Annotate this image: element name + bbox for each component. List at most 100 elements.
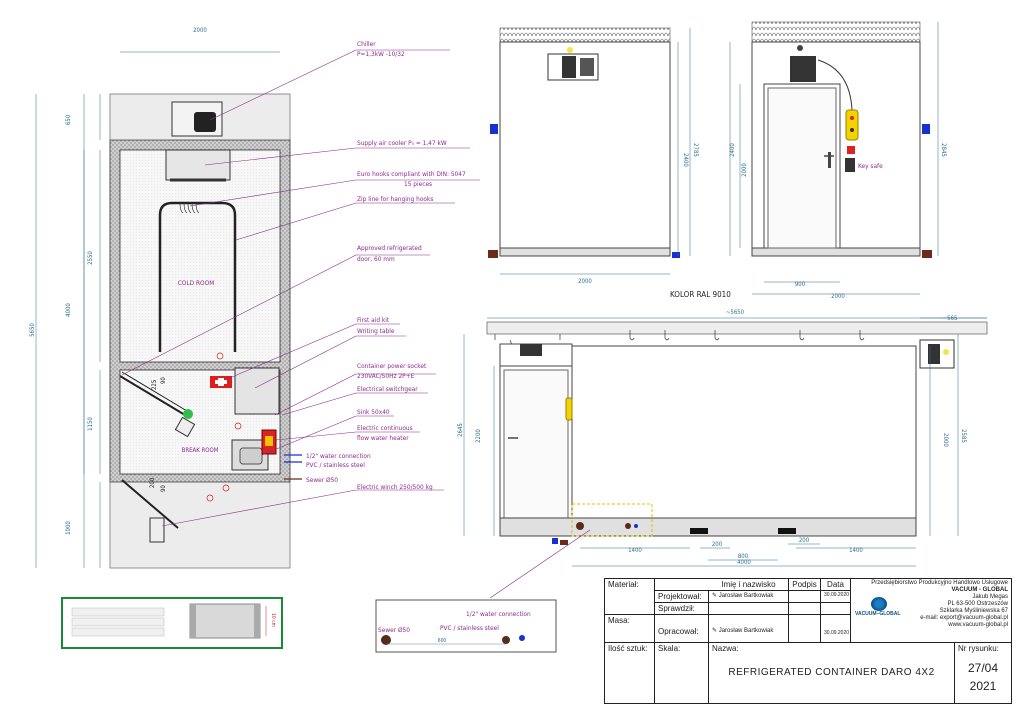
dim-90b: 90	[160, 485, 167, 492]
dim-side-2845: 2845	[940, 143, 947, 157]
tb-sign-2	[789, 603, 821, 615]
dim-side-2000: 2000	[741, 163, 748, 177]
leader-lines	[121, 49, 480, 527]
front-view: 2000 2785 2400	[488, 27, 699, 285]
side-view: Key safe 2400 2000 2845 900 2000	[729, 21, 947, 300]
tb-design-date: 30.09.2020	[821, 591, 851, 603]
label-sewer: Sewer Ø50	[306, 476, 338, 484]
panel-sample: 10 cm	[61, 597, 283, 649]
title-block: Materiał: Imię i nazwisko Podpis Data Pr…	[604, 578, 1012, 704]
tb-developer-cell: ✎ Jarosław Bartkowiak	[709, 615, 789, 643]
dim-side-2000w: 2000	[831, 293, 845, 300]
label-air-cooler: Supply air cooler P₀ = 1,47 kW	[357, 139, 447, 147]
tb-company-1: Przedsiębiorstwo Produkcyjno Handlowo Us…	[871, 580, 1008, 586]
detail-sewer: Sewer Ø50	[378, 626, 410, 634]
tb-drawing-title: REFRIGERATED CONTAINER DARO 4X2	[728, 667, 935, 678]
dim-long-1400a: 1400	[628, 547, 642, 554]
dim-90a: 90	[160, 377, 167, 384]
panel-thickness: 10 cm	[270, 613, 276, 627]
tb-material: Materiał:	[605, 579, 655, 615]
pipe-detail: 1/2" water connection PVC / stainless st…	[375, 529, 591, 653]
tb-company: Przedsiębiorstwo Produkcyjno Handlowo Us…	[851, 579, 1011, 643]
tb-logo-text: VACUUM–GLOBAL	[855, 611, 901, 617]
detail-water: 1/2" water connection	[466, 610, 531, 618]
tb-company-7: www.vacuum-global.pl	[948, 622, 1008, 628]
label-power-socket: Container power socket	[357, 362, 427, 370]
dim-detail-600: 600	[438, 638, 447, 644]
tb-scale: Skala:	[655, 643, 709, 703]
tb-mass: Masa:	[605, 615, 655, 643]
label-water-heater-2: flow water heater	[357, 434, 409, 442]
tb-header-name: Imię i nazwisko	[709, 579, 789, 591]
key-safe-label: Key safe	[858, 162, 883, 170]
tb-name-label: Nazwa:	[712, 644, 739, 653]
tb-developed: Opracował:	[655, 615, 709, 643]
tb-develop-date: 30.09.2020	[821, 615, 851, 643]
tb-logo: VACUUM–GLOBAL	[855, 597, 905, 618]
dim-long-4000: 4000	[737, 559, 751, 566]
tb-sign-1	[789, 591, 821, 603]
label-power-socket-spec: 230VAC/50Hz 2P+E	[357, 372, 415, 380]
dim-long-800: 800	[738, 553, 749, 560]
dim-long-5650: ~5650	[726, 309, 745, 316]
dim-long-2645: 2645	[457, 423, 464, 437]
dim-plan-width: 2000	[193, 27, 207, 34]
dim-side-900: 900	[795, 281, 806, 288]
globe-icon	[871, 597, 887, 611]
tb-developer-name: Jarosław Bartkowiak	[718, 628, 774, 634]
tb-company-2: VACUUM - GLOBAL	[951, 587, 1008, 593]
label-winch: Electric winch 250/500 kg	[357, 483, 433, 491]
dim-long-200b: 200	[799, 537, 810, 544]
tb-checker	[709, 603, 789, 615]
dim-front-2400: 2400	[682, 153, 689, 167]
dim-650: 650	[65, 114, 72, 125]
label-euro-hooks-qty: 15 pieces	[404, 180, 432, 188]
tb-company-6: e-mail: export@vacuum-global.pl	[920, 615, 1008, 621]
label-switchgear: Electrical switchgear	[357, 385, 418, 393]
dim-long-2200: 2200	[475, 429, 482, 443]
tb-designer-name: Jarosław Bartkowiak	[718, 593, 774, 599]
long-side-view: ~5650 ~565 2645 2200 2000 2585 1400 200 …	[457, 309, 988, 567]
annotation-labels: Chiller P=1,3kW -10/32 Supply air cooler…	[306, 40, 466, 491]
tb-year: 2021	[969, 679, 997, 693]
dim-long-565: ~565	[943, 315, 958, 322]
dim-long-1400b: 1400	[849, 547, 863, 554]
label-water-connection: 1/2" water connection	[306, 452, 371, 460]
dim-1000: 1000	[65, 521, 72, 535]
tb-drawing-no-label: Nr rysunku:	[958, 644, 999, 653]
dim-long-2585: 2585	[960, 429, 967, 443]
dim-1150: 1150	[87, 417, 94, 431]
label-sink: Sink 50x40	[357, 408, 390, 416]
label-zip-line: Zip line for hanging hooks	[357, 195, 433, 203]
break-room-label: BREAK ROOM	[182, 447, 219, 454]
label-writing-table: Writing table	[357, 327, 395, 335]
tb-drawing-no: 27/04	[967, 661, 999, 675]
dim-long-2000: 2000	[942, 433, 949, 447]
dim-front-width: 2000	[578, 278, 592, 285]
dim-front-2785: 2785	[692, 143, 699, 157]
label-first-aid: First aid kit	[357, 316, 390, 324]
label-approved-door: Approved refrigerated	[357, 244, 422, 252]
dim-4000: 4000	[65, 303, 72, 317]
label-euro-hooks: Euro hooks compliant with DIN: 5047	[357, 170, 466, 178]
dim-side-2400: 2400	[729, 143, 736, 157]
tb-company-4: PL 63-500 Ostrzeszów	[947, 601, 1008, 607]
tb-sign-3	[789, 615, 821, 643]
label-water-connection-2: PVC / stainless steel	[306, 461, 365, 469]
label-water-heater: Electric continuous	[357, 424, 413, 432]
detail-pvc: PVC / stainless steel	[440, 624, 499, 632]
tb-drawing-no-cell: Nr rysunku: 27/04 2021	[955, 643, 1011, 703]
tb-name-cell: Nazwa: REFRIGERATED CONTAINER DARO 4X2	[709, 643, 955, 703]
dim-225: 225	[151, 380, 158, 390]
tb-header-date: Data	[821, 579, 851, 591]
tb-header-sign: Podpis	[789, 579, 821, 591]
label-approved-door-2: door, 60 mm	[357, 255, 395, 263]
dim-long-200a: 200	[712, 541, 723, 548]
tb-checked: Sprawdził:	[655, 603, 709, 615]
kolor-label: KOLOR RAL 9010	[670, 290, 731, 299]
cold-room-label: COLD ROOM	[178, 279, 215, 287]
label-chiller: Chiller	[357, 40, 376, 48]
dim-200: 200	[149, 477, 156, 488]
tb-blank-1	[655, 579, 709, 591]
